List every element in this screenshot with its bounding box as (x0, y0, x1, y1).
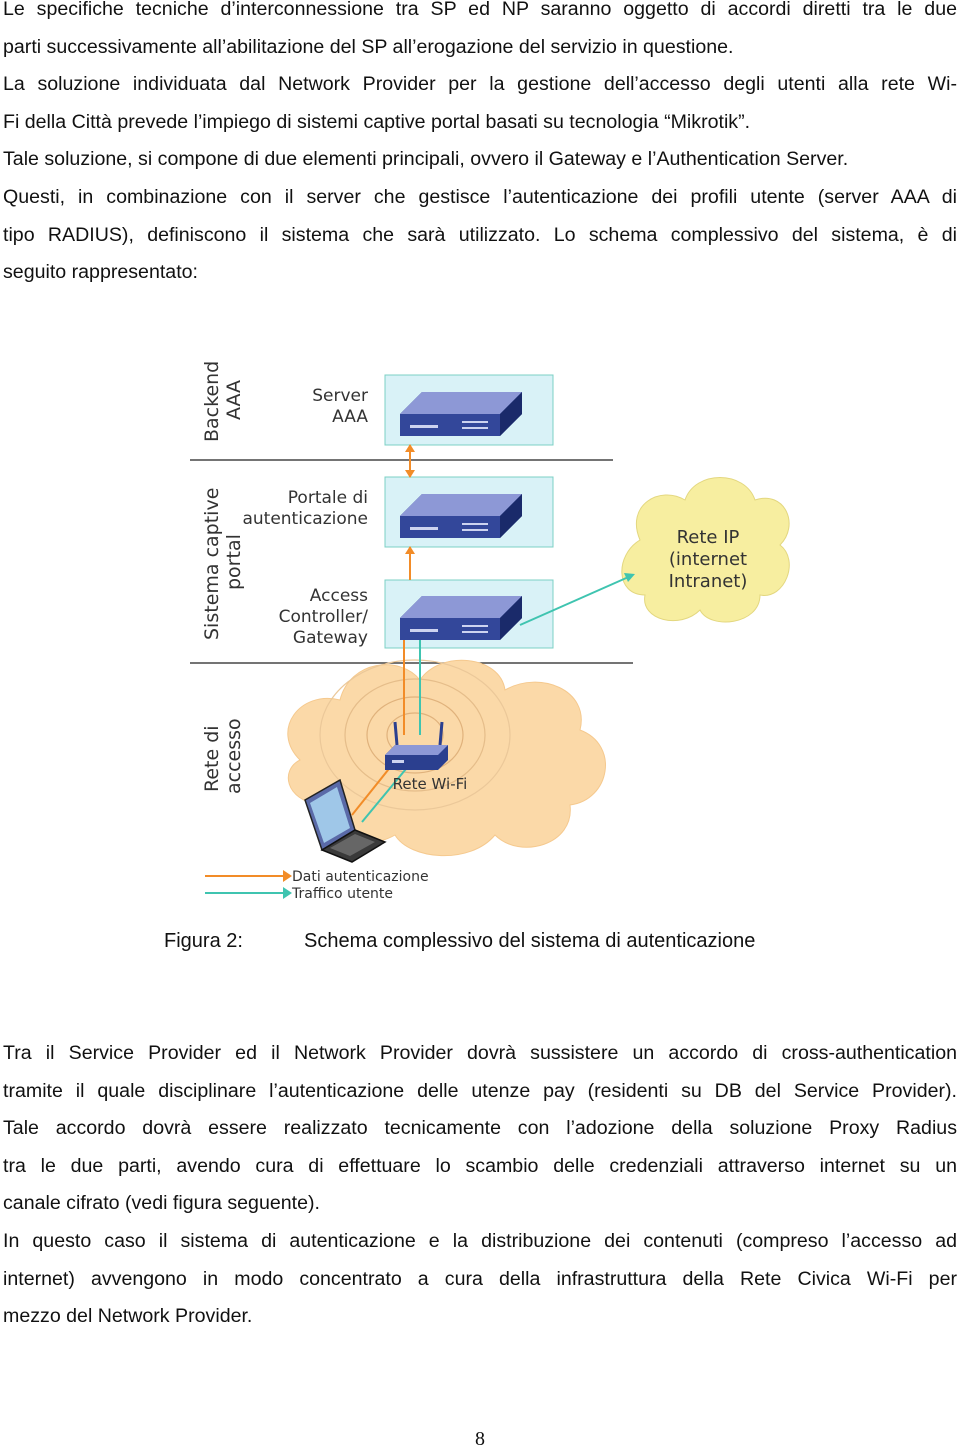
caption-label: Figura 2: (164, 930, 243, 952)
text-line: tra le due parti, avendo cura di effettu… (3, 1154, 957, 1177)
wifi-router-icon (385, 721, 448, 770)
svg-text:Access: Access (310, 586, 368, 606)
traffic-flow-line (519, 574, 634, 626)
authentication-system-diagram: Backend AAA Sistema captive portal Rete … (190, 361, 790, 902)
server-icon (400, 494, 522, 538)
arrow-icon (405, 444, 415, 452)
laptop-icon (304, 778, 387, 863)
arrow-icon (405, 470, 415, 478)
legend-label-auth: Dati autenticazione (292, 869, 429, 885)
svg-text:AAA: AAA (223, 380, 245, 420)
device-label-gateway: Access Controller/ Gateway (279, 586, 369, 648)
text-line: Tale soluzione, si compone di due elemen… (3, 148, 849, 171)
svg-text:AAA: AAA (332, 407, 368, 427)
svg-text:portal: portal (223, 534, 245, 590)
text-line: canale cifrato (vedi figura seguente). (3, 1192, 320, 1215)
section-label-captive-portal: Sistema captive portal (201, 488, 245, 640)
svg-text:Portale di: Portale di (288, 488, 368, 508)
page-number: 8 (475, 1428, 485, 1450)
svg-text:Controller/: Controller/ (279, 607, 369, 627)
device-label-server: Server AAA (312, 386, 368, 427)
text-line: parti successivamente all’abilitazione d… (3, 35, 734, 58)
text-line: Tale accordo dovrà essere realizzato tec… (3, 1117, 957, 1140)
legend: Dati autenticazione Traffico utente (205, 869, 429, 902)
text-line: In questo caso il sistema di autenticazi… (3, 1229, 957, 1252)
text-line: Fi della Città prevede l’impiego di sist… (3, 110, 751, 133)
svg-text:Server: Server (312, 386, 368, 406)
cloud-label: Intranet) (669, 571, 748, 592)
svg-text:autenticazione: autenticazione (242, 509, 368, 529)
ip-network-cloud: Rete IP (internet Intranet) (621, 477, 790, 623)
svg-text:Rete di: Rete di (201, 725, 223, 792)
svg-text:Backend: Backend (201, 361, 223, 442)
arrow-icon (283, 870, 292, 882)
text-line: seguito rappresentato: (3, 261, 198, 284)
text-line: tramite il quale disciplinare l’autentic… (3, 1079, 957, 1102)
device-label-portal: Portale di autenticazione (242, 488, 368, 529)
text-line: Le specifiche tecniche d’interconnession… (3, 0, 957, 20)
server-icon (400, 596, 522, 640)
cloud-label: Rete IP (677, 527, 740, 548)
wifi-label: Rete Wi-Fi (393, 775, 468, 793)
svg-text:Sistema captive: Sistema captive (201, 488, 223, 640)
caption-text: Schema complessivo del sistema di autent… (304, 930, 756, 952)
legend-label-traffic: Traffico utente (291, 886, 393, 902)
arrow-icon (624, 573, 635, 582)
text-line: Tra il Service Provider ed il Network Pr… (3, 1042, 957, 1064)
text-line: internet) avvengono in modo concentrato … (3, 1267, 957, 1290)
section-label-backend: Backend AAA (201, 361, 245, 442)
figure-caption: Figura 2: Schema complessivo del sistema… (0, 926, 960, 962)
text-line: mezzo del Network Provider. (3, 1305, 253, 1328)
intro-paragraph: Le specifiche tecniche d’interconnession… (3, 0, 957, 292)
svg-text:accesso: accesso (223, 718, 245, 794)
arrow-icon (405, 546, 415, 554)
text-line: tipo RADIUS), definiscono il sistema che… (3, 223, 957, 246)
cloud-label: (internet (669, 549, 747, 570)
server-icon (400, 392, 522, 436)
text-line: La soluzione individuata dal Network Pro… (3, 73, 957, 96)
body-paragraph: Tra il Service Provider ed il Network Pr… (3, 1035, 957, 1336)
svg-text:Gateway: Gateway (293, 628, 368, 648)
section-label-access-network: Rete di accesso (201, 718, 245, 794)
arrow-icon (283, 887, 292, 899)
text-line: Questi, in combinazione con il server ch… (3, 185, 957, 208)
